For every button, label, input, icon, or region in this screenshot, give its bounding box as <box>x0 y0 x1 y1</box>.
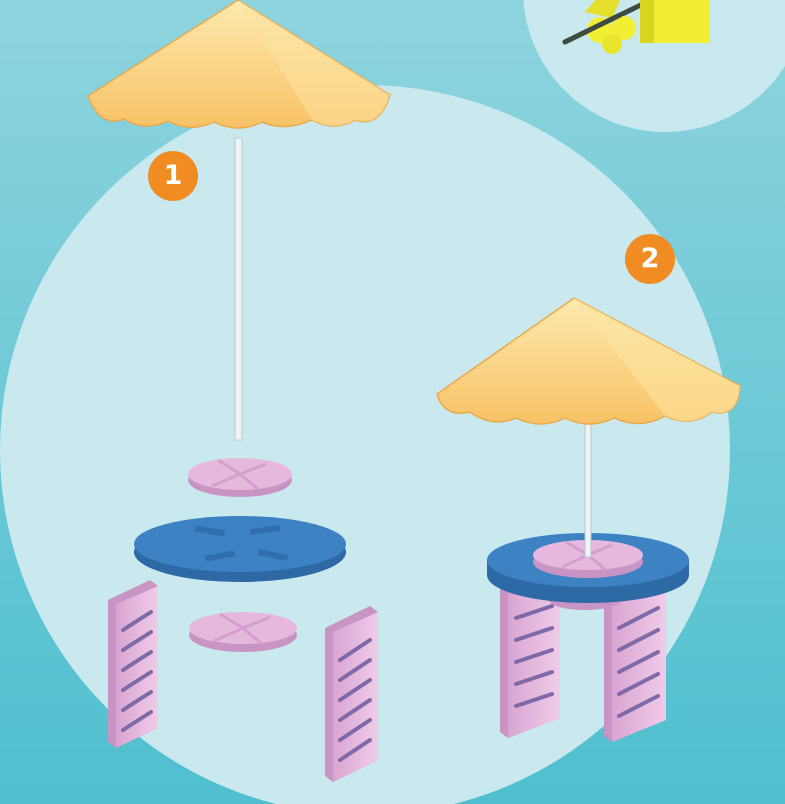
pink-leg-panel-left <box>108 580 158 748</box>
step-2-badge: 2 <box>625 234 675 284</box>
step-1-badge: 1 <box>148 151 198 201</box>
assembled-leg-panel-left <box>500 588 560 738</box>
pink-connector-lower <box>189 612 297 652</box>
pink-leg-panel-right <box>325 606 378 782</box>
pink-connector-upper <box>188 458 292 497</box>
umbrella-pole-1 <box>235 138 242 440</box>
assembled-leg-panel-right <box>604 586 666 742</box>
blue-table-top <box>134 516 346 582</box>
umbrella-pole-2 <box>585 405 591 557</box>
